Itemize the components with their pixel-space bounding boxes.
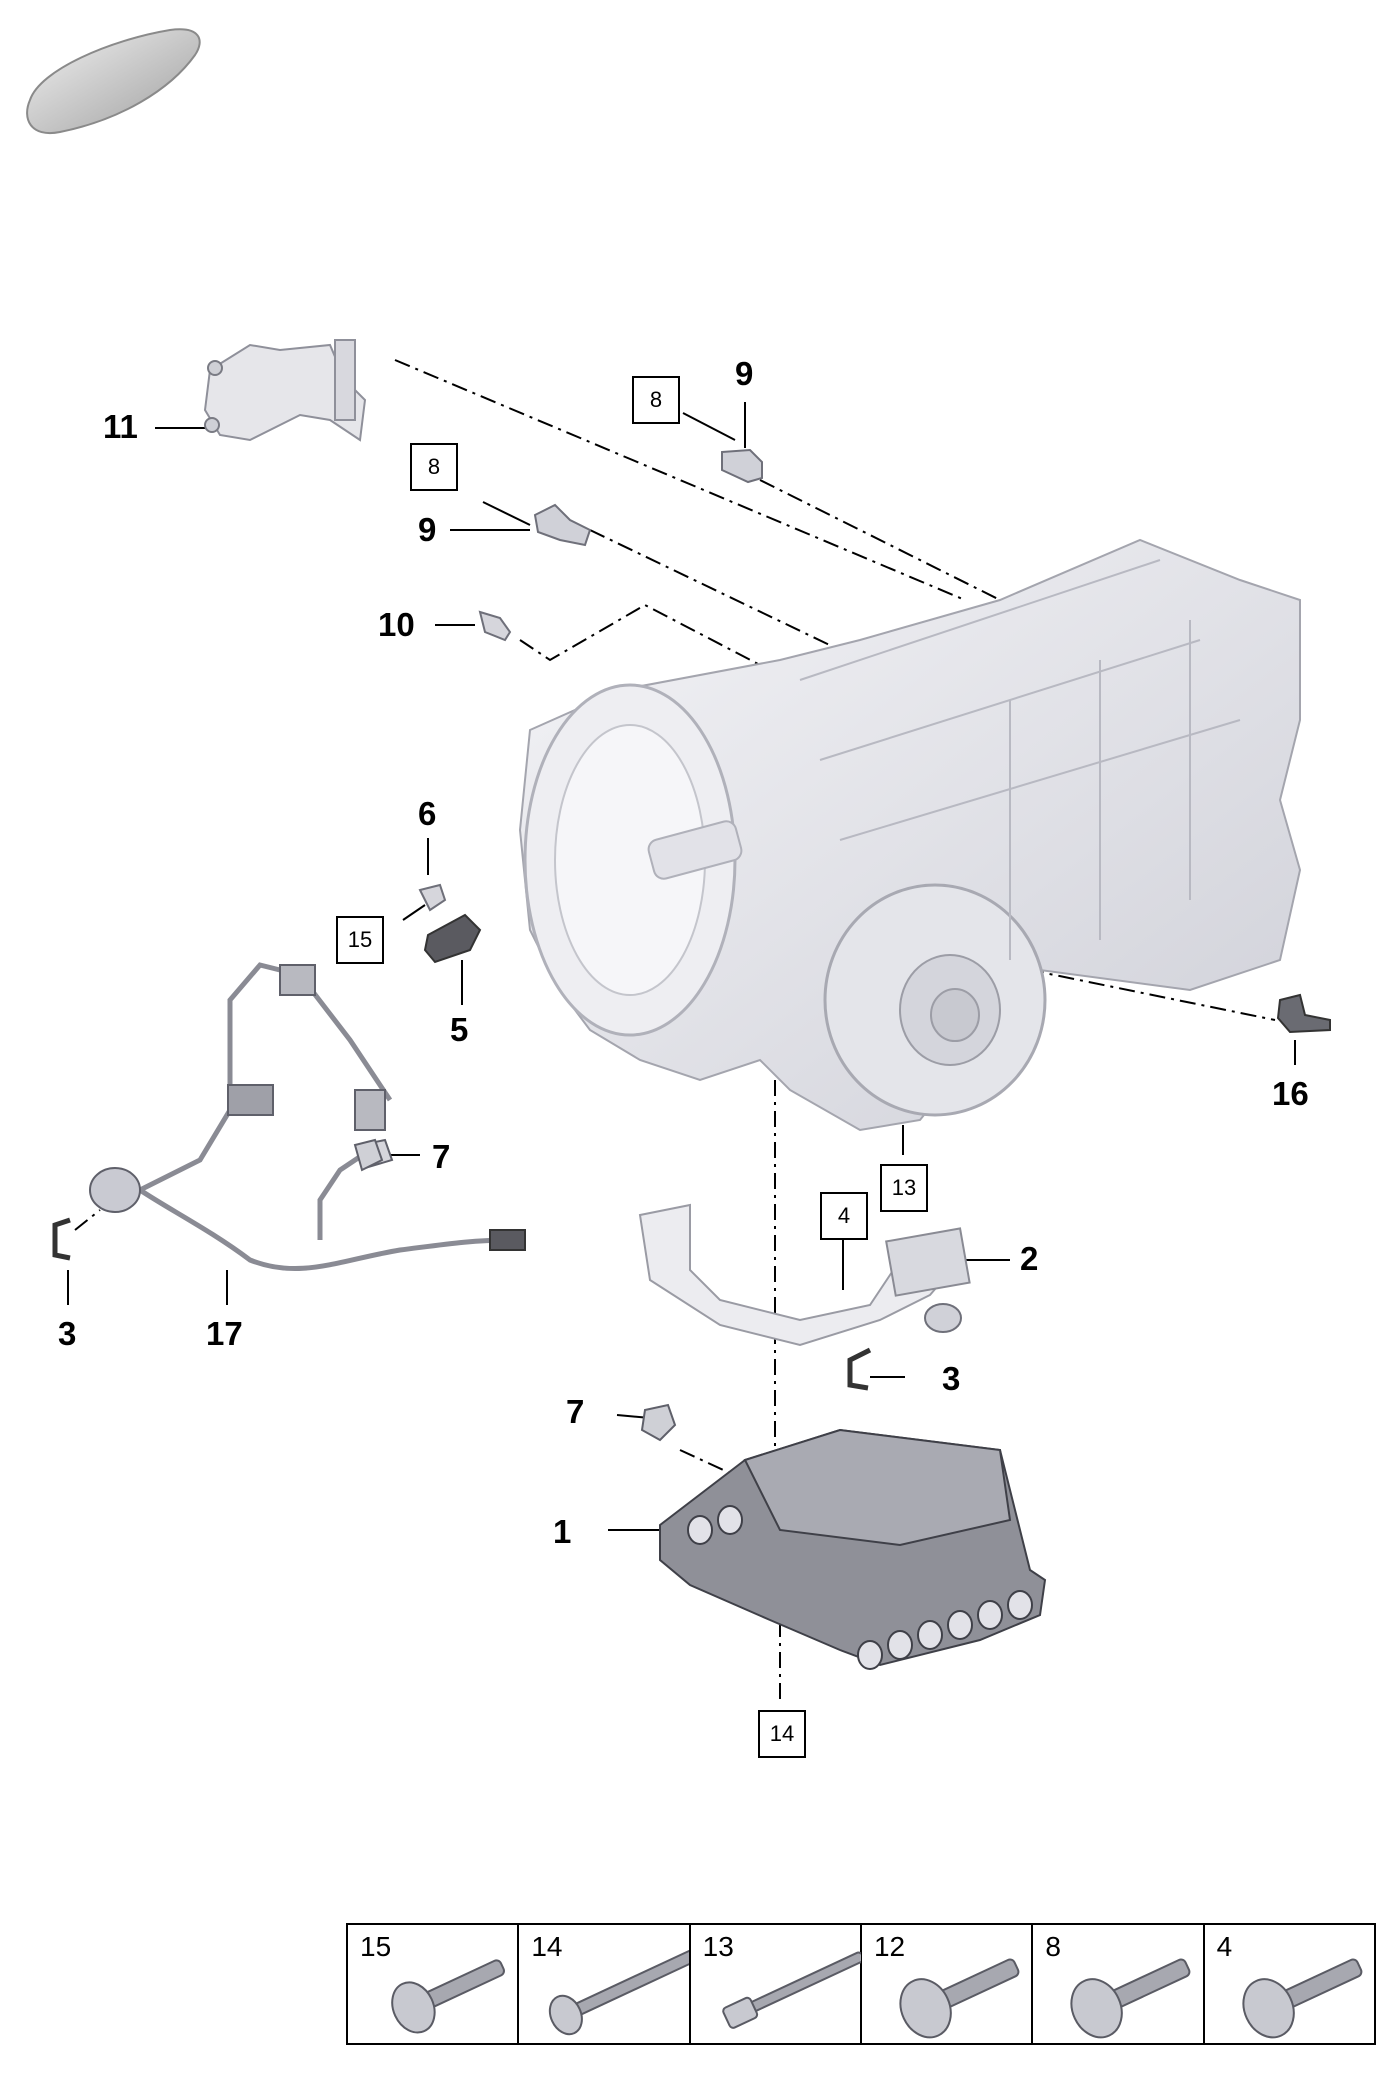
bolt-legend-cell: 15 <box>348 1925 520 2043</box>
bolt-legend-cell: 4 <box>1205 1925 1374 2043</box>
flange-bolt-short-icon <box>391 1959 505 2034</box>
box-ref-8-upper: 8 <box>632 376 680 424</box>
box-ref-15: 15 <box>336 916 384 964</box>
sensor-part-10 <box>478 610 512 642</box>
callout-3-left: 3 <box>58 1315 77 1352</box>
bolt-legend-number: 4 <box>1216 1931 1233 1962</box>
long-bolt-icon <box>549 1949 690 2036</box>
pressure-sensor-part-upper <box>353 1138 384 1172</box>
bolt-legend-number: 14 <box>531 1931 563 1962</box>
pressure-sensor-part <box>640 1403 677 1442</box>
bolt-legend-number: 12 <box>873 1931 906 1962</box>
box-ref-4: 4 <box>820 1192 868 1240</box>
bolt-legend-cell: 13 <box>691 1925 862 2043</box>
callout-9-lower: 9 <box>418 511 437 548</box>
bolt-legend-cell: 14 <box>519 1925 691 2043</box>
callout-7-lower: 7 <box>566 1393 585 1430</box>
box-ref-8-lower: 8 <box>410 443 458 491</box>
stud-bolt-icon <box>721 1951 861 2029</box>
bolt-legend-table: 15 14 13 12 8 4 <box>346 1923 1376 2045</box>
leader-lines <box>67 402 1296 1531</box>
vehicle-thumbnail-icon <box>26 28 201 135</box>
callout-16: 16 <box>1272 1075 1309 1112</box>
callout-6: 6 <box>418 795 437 832</box>
bracket-part <box>203 339 367 442</box>
box-ref-13: 13 <box>880 1164 928 1212</box>
callout-2: 2 <box>1020 1240 1039 1277</box>
clip-part-left <box>52 1217 71 1261</box>
transmission-housing <box>518 538 1302 1132</box>
flange-bolt-icon <box>1242 1958 1363 2039</box>
bolt-part-lower <box>533 503 592 547</box>
wiring-harness-connectors <box>89 964 526 1251</box>
bolt-part-upper <box>721 448 763 484</box>
callout-10: 10 <box>378 606 415 643</box>
bolt-legend-cell: 12 <box>862 1925 1034 2043</box>
wiring-harness-part <box>138 962 511 1272</box>
callout-17: 17 <box>206 1315 243 1352</box>
box-ref-14: 14 <box>758 1710 806 1758</box>
bolt-legend-number: 13 <box>702 1931 734 1962</box>
callout-11: 11 <box>103 408 138 445</box>
bolt-legend-number: 15 <box>360 1931 392 1962</box>
callout-7-upper: 7 <box>432 1138 451 1175</box>
harness-guide-part <box>638 1203 971 1347</box>
callout-5: 5 <box>450 1011 469 1048</box>
bolt-legend-number: 8 <box>1045 1931 1061 1962</box>
valve-body-part <box>659 1428 1047 1670</box>
callout-1: 1 <box>553 1513 572 1550</box>
flange-bolt-icon <box>899 1958 1020 2039</box>
flange-bolt-icon <box>1070 1958 1191 2039</box>
callout-9-upper: 9 <box>735 355 754 392</box>
callout-3-right: 3 <box>942 1360 961 1397</box>
bolt-legend-cell: 8 <box>1033 1925 1205 2043</box>
sensor-part-16 <box>1276 993 1331 1034</box>
retaining-clip-part <box>418 883 447 912</box>
speed-sensor-part <box>423 913 482 964</box>
clip-part-right <box>847 1347 872 1391</box>
